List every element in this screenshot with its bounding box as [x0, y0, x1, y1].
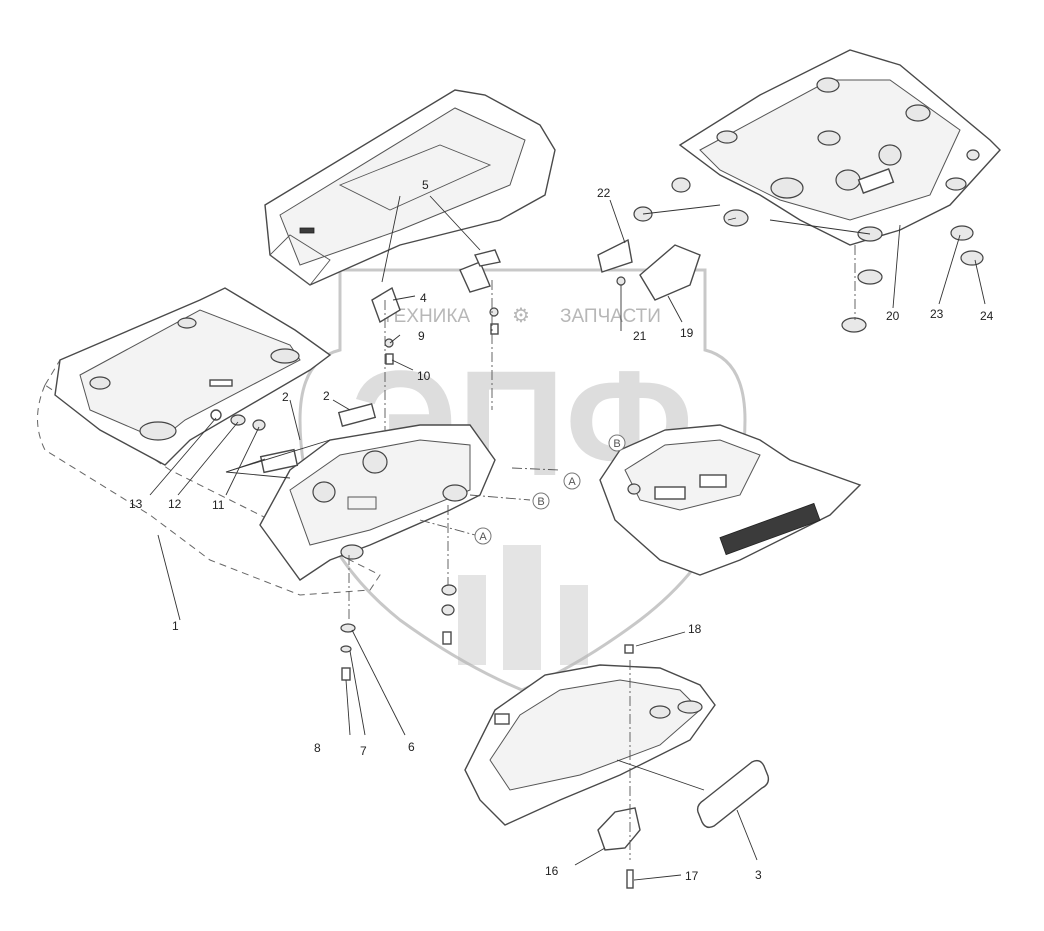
callout-18: 18 [688, 622, 702, 636]
callout-5: 5 [422, 178, 429, 192]
fastener-set-11-13 [210, 409, 266, 431]
callout-12: 12 [168, 497, 182, 511]
callout-22: 22 [597, 186, 611, 200]
callout-2-left: 2 [282, 390, 289, 404]
parcel-shelf-center [259, 402, 496, 581]
leader-lines [149, 195, 986, 881]
parcel-shelf-top-left [54, 287, 332, 466]
parcel-shelf-lower [464, 664, 716, 826]
callout-23: 23 [930, 307, 944, 321]
callout-11: 11 [212, 498, 225, 512]
axis-lines [348, 245, 856, 860]
callout-19: 19 [680, 326, 694, 340]
callout-labels: 1 2 2 3 4 5 6 7 8 9 10 11 12 13 16 17 18… [129, 178, 994, 883]
watermark-gear-icon: ⚙ [512, 305, 530, 327]
brackets-4-5 [371, 249, 501, 365]
callout-6: 6 [408, 740, 415, 754]
section-ref-a1: A [474, 527, 492, 545]
callout-1: 1 [172, 619, 179, 633]
callout-24: 24 [980, 309, 994, 323]
parcel-shelf-right [599, 424, 862, 576]
callout-10: 10 [417, 369, 431, 383]
callout-4: 4 [420, 291, 427, 305]
svg-text:A: A [479, 531, 487, 543]
callout-7: 7 [360, 744, 367, 758]
section-ref-b2: B [608, 434, 626, 452]
bracket-19-22 [597, 238, 701, 301]
parcel-shelf-top-right [678, 49, 1001, 246]
callout-17: 17 [685, 869, 699, 883]
callout-3: 3 [755, 868, 762, 882]
callout-2-right: 2 [323, 389, 330, 403]
section-ref-a2: A [563, 472, 581, 490]
watermark-wheat-icon [458, 545, 588, 670]
callout-20: 20 [886, 309, 900, 323]
callout-13: 13 [129, 497, 143, 511]
callout-21: 21 [633, 329, 647, 343]
svg-text:A: A [568, 476, 576, 488]
callout-8: 8 [314, 741, 321, 755]
watermark-brand: ТЕХНИКА [382, 306, 470, 327]
svg-text:B: B [537, 496, 544, 508]
section-ref-b1: B [532, 492, 550, 510]
svg-text:B: B [613, 438, 620, 450]
assembly-outline-1 [37, 384, 381, 596]
handle-16-17 [597, 644, 641, 889]
callout-16: 16 [545, 864, 559, 878]
seal-frame-3 [696, 759, 770, 829]
fasteners-vertical-stack [441, 584, 457, 645]
rear-body-section [264, 89, 556, 286]
callout-9: 9 [418, 329, 425, 343]
watermark-brand2: ЗАПЧАСТИ [560, 306, 661, 327]
